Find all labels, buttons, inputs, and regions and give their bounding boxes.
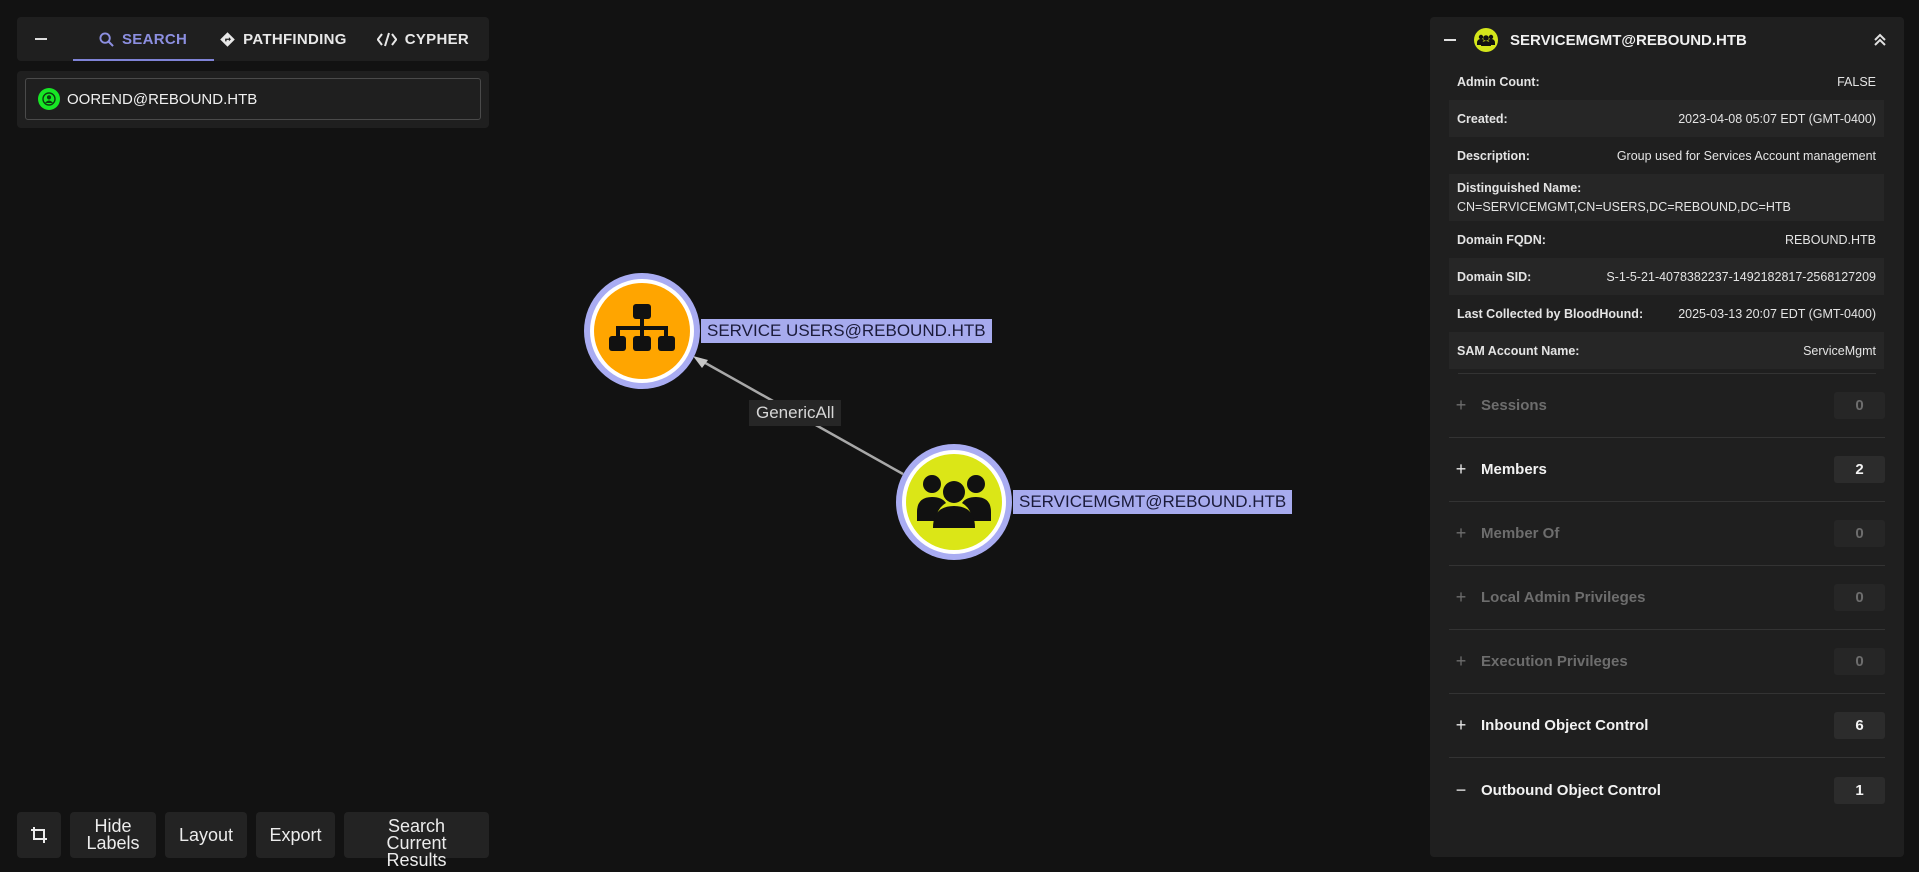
section-count: 2 bbox=[1834, 456, 1885, 483]
tab-pathfinding-label: PATHFINDING bbox=[243, 30, 347, 48]
search-icon bbox=[99, 31, 114, 47]
tab-cypher[interactable]: CYPHER bbox=[365, 17, 481, 61]
tab-cypher-label: CYPHER bbox=[404, 30, 470, 48]
prop-value: REBOUND.HTB bbox=[1785, 232, 1876, 247]
prop-key: Description: bbox=[1457, 148, 1530, 163]
section-outbound-object-control[interactable]: −Outbound Object Control 1 bbox=[1449, 758, 1885, 822]
section-count: 0 bbox=[1834, 392, 1885, 419]
code-icon bbox=[376, 32, 397, 46]
section-count: 1 bbox=[1834, 776, 1885, 804]
prop-key: Last Collected by BloodHound: bbox=[1457, 306, 1644, 321]
detail-title: SERVICEMGMT@REBOUND.HTB bbox=[1510, 31, 1747, 49]
node-search-input[interactable]: OOREND@REBOUND.HTB bbox=[25, 78, 481, 120]
prop-sam-account-name: SAM Account Name: ServiceMgmt bbox=[1449, 332, 1884, 369]
section-title: Execution Privileges bbox=[1481, 653, 1628, 670]
section-members[interactable]: + Members 2 bbox=[1449, 438, 1885, 502]
section-count: 0 bbox=[1834, 584, 1885, 611]
edge-arrowhead bbox=[693, 356, 708, 368]
prop-key: Domain SID: bbox=[1457, 269, 1532, 284]
section-local-admin-privileges[interactable]: + Local Admin Privileges 0 bbox=[1449, 566, 1885, 630]
prop-value: 2025-03-13 20:07 EDT (GMT-0400) bbox=[1678, 306, 1876, 321]
pathfinding-icon bbox=[220, 31, 235, 47]
hide-labels-button[interactable]: Hide Labels bbox=[70, 812, 156, 858]
sitemap-icon bbox=[609, 304, 675, 351]
node-search-value: OOREND@REBOUND.HTB bbox=[67, 90, 258, 108]
minimize-panel-button[interactable] bbox=[1444, 39, 1456, 41]
expand-icon: + bbox=[1455, 715, 1467, 735]
prop-description: Description: Group used for Services Acco… bbox=[1449, 137, 1884, 174]
prop-key: Distinguished Name: bbox=[1457, 181, 1582, 195]
prop-value: S-1-5-21-4078382237-1492182817-256812720… bbox=[1606, 269, 1876, 284]
tab-search-label: SEARCH bbox=[122, 30, 188, 48]
sections-list: + Sessions 0 + Members 2 + Member Of 0 + Local … bbox=[1430, 374, 1904, 822]
section-inbound-object-control[interactable]: + Inbound Object Control 6 bbox=[1449, 694, 1885, 758]
section-count: 0 bbox=[1834, 648, 1885, 675]
explore-tabs-panel: SEARCH PATHFINDING CYPHER bbox=[17, 17, 489, 61]
edge-label[interactable]: GenericAll bbox=[749, 400, 842, 426]
expand-icon: + bbox=[1455, 395, 1467, 415]
section-execution-privileges[interactable]: + Execution Privileges 0 bbox=[1449, 630, 1885, 694]
section-sessions[interactable]: + Sessions 0 bbox=[1449, 374, 1885, 438]
prop-value: Group used for Services Account manageme… bbox=[1616, 148, 1876, 163]
section-title: Inbound Object Control bbox=[1481, 717, 1649, 734]
expand-icon: + bbox=[1455, 459, 1467, 479]
prop-distinguished-name: Distinguished Name: CN=SERVICEMGMT,CN=USE… bbox=[1449, 174, 1884, 221]
prop-value: ServiceMgmt bbox=[1803, 343, 1876, 358]
expand-icon: + bbox=[1455, 523, 1467, 543]
tab-pathfinding[interactable]: PATHFINDING bbox=[214, 17, 365, 61]
section-title: Sessions bbox=[1481, 397, 1547, 414]
section-count: 0 bbox=[1834, 520, 1885, 547]
group-icon-badge bbox=[1474, 28, 1498, 52]
chevrons-up-icon bbox=[1874, 33, 1886, 46]
node-label-servicemgmt[interactable]: SERVICEMGMT@REBOUND.HTB bbox=[1013, 490, 1293, 514]
expand-icon: + bbox=[1455, 651, 1467, 671]
node-servicemgmt[interactable] bbox=[896, 444, 1012, 560]
divider bbox=[1458, 373, 1876, 374]
export-button[interactable]: Export bbox=[256, 812, 335, 858]
crop-icon bbox=[31, 827, 47, 843]
collapse-all-button[interactable] bbox=[1868, 28, 1892, 52]
collapse-search-button[interactable] bbox=[17, 17, 65, 61]
prop-key: Admin Count: bbox=[1457, 74, 1540, 89]
search-current-results-button[interactable]: Search Current Results bbox=[344, 812, 489, 869]
prop-key: Domain FQDN: bbox=[1457, 232, 1546, 247]
prop-value: CN=SERVICEMGMT,CN=USERS,DC=REBOUND,DC=HT… bbox=[1457, 200, 1791, 214]
detail-header: SERVICEMGMT@REBOUND.HTB bbox=[1430, 17, 1904, 63]
properties-table: Admin Count: FALSE Created: 2023-04-08 05:… bbox=[1449, 63, 1884, 369]
prop-value: 2023-04-08 05:07 EDT (GMT-0400) bbox=[1678, 111, 1876, 126]
prop-key: Created: bbox=[1457, 111, 1508, 126]
prop-admin-count: Admin Count: FALSE bbox=[1449, 63, 1884, 100]
section-title: Outbound Object Control bbox=[1481, 781, 1661, 799]
layout-button[interactable]: Layout bbox=[165, 812, 247, 858]
prop-domain-sid: Domain SID: S-1-5-21-4078382237-149218281… bbox=[1449, 258, 1884, 295]
node-label-service-users[interactable]: SERVICE USERS@REBOUND.HTB bbox=[701, 319, 992, 343]
tab-search[interactable]: SEARCH bbox=[73, 17, 215, 61]
prop-last-collected: Last Collected by BloodHound: 2025-03-13 … bbox=[1449, 295, 1884, 332]
section-member-of[interactable]: + Member Of 0 bbox=[1449, 502, 1885, 566]
expand-icon: + bbox=[1455, 587, 1467, 607]
prop-created: Created: 2023-04-08 05:07 EDT (GMT-0400) bbox=[1449, 100, 1884, 137]
section-title: Local Admin Privileges bbox=[1481, 589, 1646, 606]
entity-details-panel: SERVICEMGMT@REBOUND.HTB Admin Count: FALS… bbox=[1430, 17, 1904, 857]
prop-key: SAM Account Name: bbox=[1457, 343, 1580, 358]
user-icon bbox=[38, 88, 60, 110]
section-title: Member Of bbox=[1481, 525, 1560, 542]
node-search-panel: OOREND@REBOUND.HTB bbox=[17, 71, 489, 128]
prop-domain-fqdn: Domain FQDN: REBOUND.HTB bbox=[1449, 221, 1884, 258]
section-count: 6 bbox=[1834, 712, 1885, 739]
group-icon bbox=[917, 475, 991, 528]
crop-button[interactable] bbox=[17, 812, 61, 858]
node-service-users[interactable] bbox=[584, 273, 700, 389]
collapse-icon: − bbox=[1455, 779, 1467, 800]
section-title: Members bbox=[1481, 461, 1547, 478]
prop-value: FALSE bbox=[1837, 74, 1876, 89]
